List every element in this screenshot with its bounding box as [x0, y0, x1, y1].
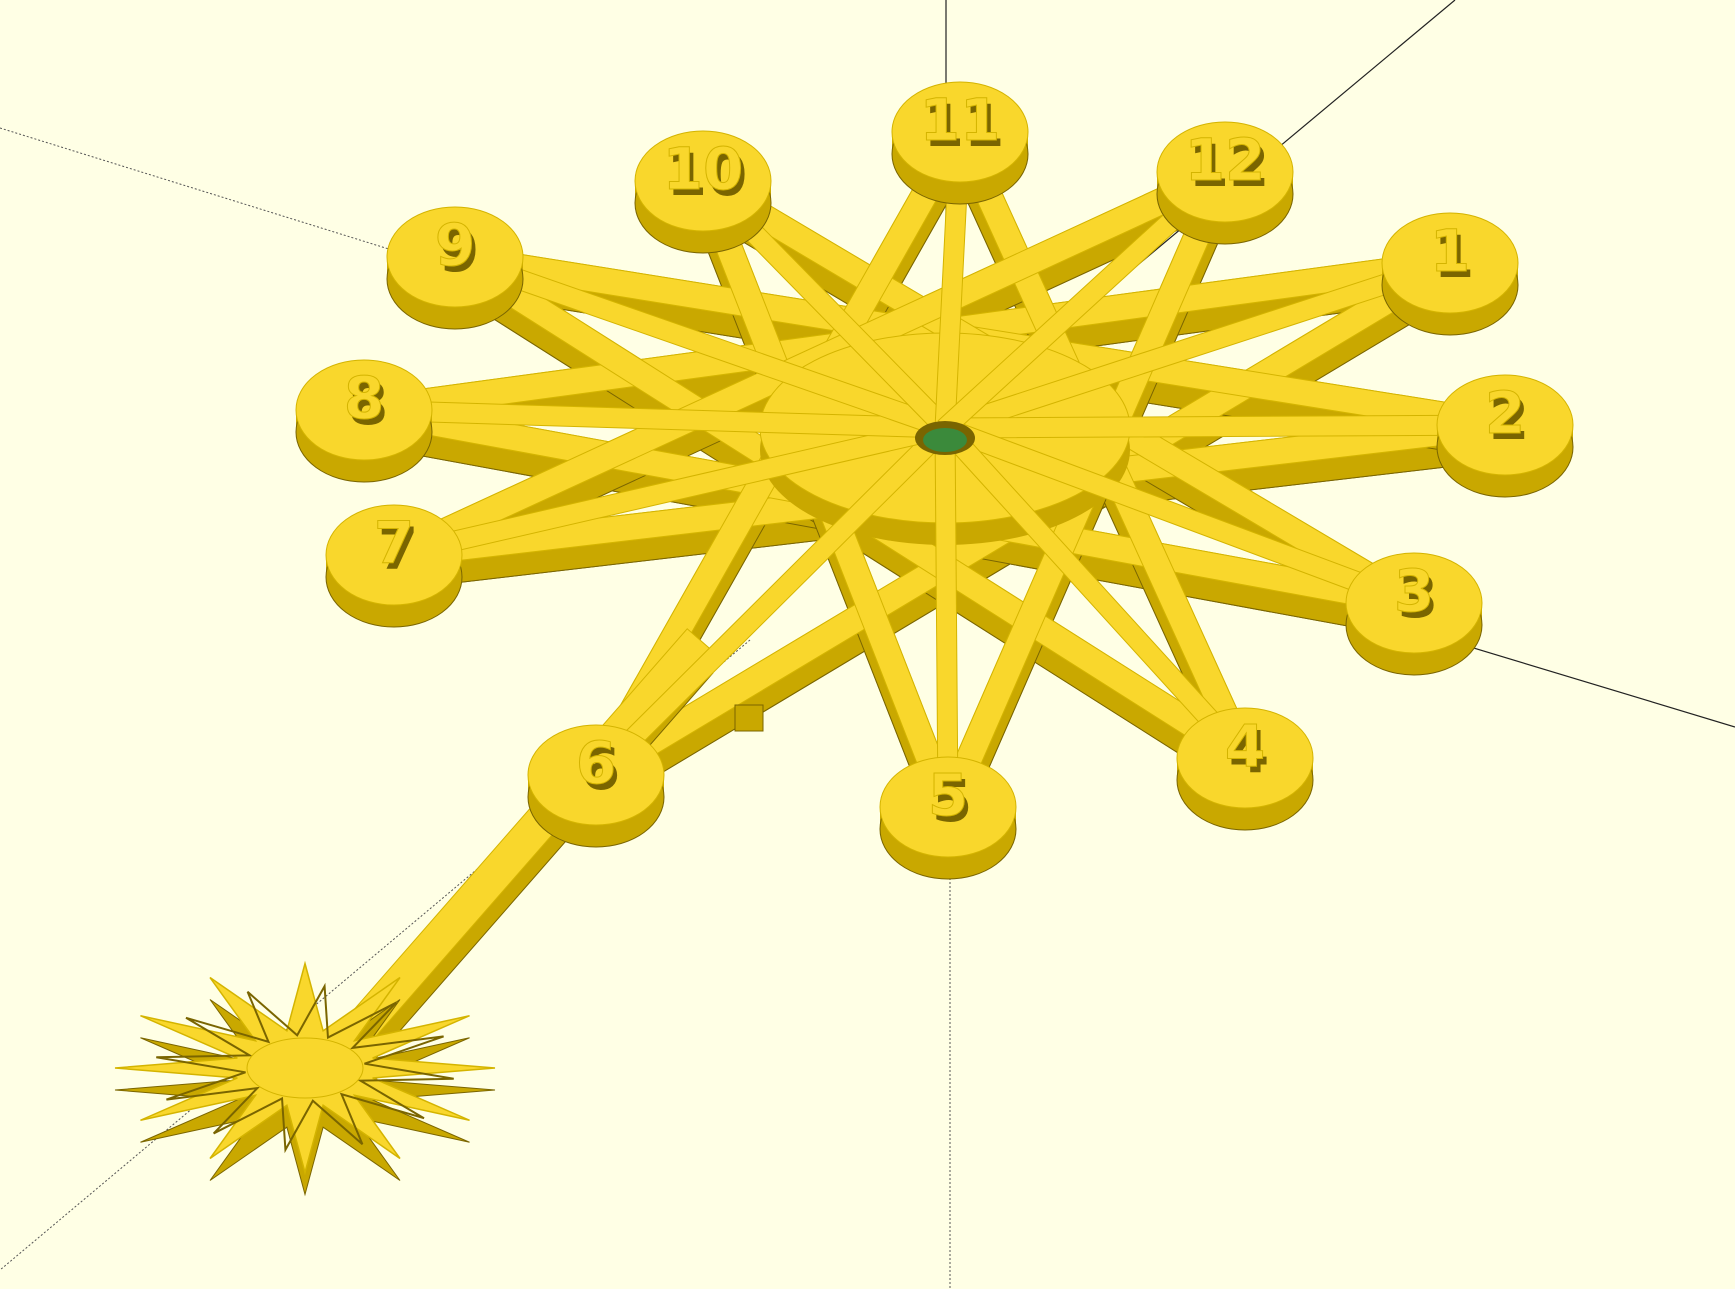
hour-disc-6: 66	[527, 724, 665, 848]
hour-numeral: 7	[374, 509, 414, 577]
pendulum-star-inner	[156, 982, 454, 1154]
hour-disc-1: 11	[1381, 212, 1519, 336]
hour-numeral-shadow: 7	[378, 515, 418, 583]
hour-disc-2: 22	[1436, 374, 1574, 498]
hour-disc-9: 99	[386, 206, 524, 330]
hour-numeral: 1	[1430, 217, 1470, 285]
hour-disc-5: 55	[879, 756, 1017, 880]
hour-disc-4: 44	[1176, 707, 1314, 831]
hour-numeral: 4	[1225, 712, 1265, 780]
hour-numeral: 11	[920, 86, 1001, 154]
hour-numeral-shadow: 3	[1398, 563, 1438, 631]
hour-numeral-shadow: 2	[1489, 385, 1529, 453]
center-hole	[923, 428, 967, 452]
hour-numeral: 10	[663, 135, 744, 203]
disc-top	[879, 756, 1017, 858]
disc-top	[527, 724, 665, 826]
hour-numeral-shadow: 1	[1434, 223, 1474, 291]
pendulum-rod	[336, 628, 764, 1074]
hour-numeral-shadow: 8	[348, 370, 388, 438]
hour-disc-7: 77	[325, 504, 463, 628]
hour-numeral: 5	[928, 761, 968, 829]
hour-disc-8: 88	[295, 359, 433, 483]
hour-numeral: 12	[1185, 126, 1266, 194]
hour-numeral: 8	[344, 364, 384, 432]
hour-numeral: 6	[576, 729, 616, 797]
disc-top	[295, 359, 433, 461]
hour-numeral-shadow: 6	[580, 735, 620, 803]
hour-numeral: 9	[435, 211, 475, 279]
y-axis-negative	[0, 639, 751, 1271]
hour-numeral-shadow: 9	[439, 217, 479, 285]
hour-numeral-shadow: 4	[1229, 718, 1269, 786]
disc-top	[1156, 121, 1294, 223]
disc-top	[1381, 212, 1519, 314]
disc-top	[386, 206, 524, 308]
pendulum-hanger	[734, 704, 764, 732]
disc-top	[634, 130, 772, 232]
hour-numeral-shadow: 5	[932, 767, 972, 835]
disc-top	[325, 504, 463, 606]
disc-top	[1436, 374, 1574, 476]
disc-top	[1345, 552, 1483, 654]
hub-spoke	[944, 414, 1506, 439]
hour-disc-3: 33	[1345, 552, 1483, 676]
hour-numeral: 2	[1485, 379, 1525, 447]
center-hub	[363, 130, 1506, 808]
pendulum-rod-top	[336, 628, 714, 1052]
hour-numeral-shadow: 10	[667, 141, 748, 209]
disc-top	[1176, 707, 1314, 809]
hour-numeral-shadow: 11	[924, 92, 1005, 160]
hour-numeral: 3	[1394, 557, 1434, 625]
pendulum-star	[114, 960, 496, 1197]
hour-numeral-shadow: 12	[1189, 132, 1270, 200]
pendulum-bob-center	[246, 1037, 364, 1099]
hub-spoke	[934, 427, 959, 808]
disc-top	[891, 81, 1029, 183]
